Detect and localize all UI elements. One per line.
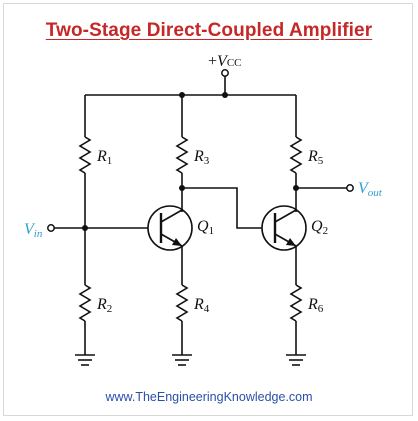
resistor-r5 xyxy=(289,136,303,174)
junction-rail-supply xyxy=(222,92,228,98)
input-label: Vin xyxy=(24,221,43,240)
q2-label: Q2 xyxy=(311,218,328,237)
output-label: Vout xyxy=(358,180,383,199)
output-terminal xyxy=(346,184,354,192)
resistor-r1 xyxy=(78,136,92,174)
junction-input xyxy=(82,225,88,231)
ground-2-icon xyxy=(172,354,192,366)
ground-3-icon xyxy=(286,354,306,366)
wire-direct-coupling xyxy=(182,187,262,229)
r3-label: R3 xyxy=(193,148,210,167)
input-terminal xyxy=(47,224,55,232)
r5-label: R5 xyxy=(307,148,324,167)
ground-1-icon xyxy=(75,354,95,366)
resistor-r6 xyxy=(289,284,303,322)
resistor-r4 xyxy=(175,284,189,322)
q1-label: Q1 xyxy=(197,218,214,237)
diagram-title: Two-Stage Direct-Coupled Amplifier xyxy=(45,20,373,41)
supply-label: +VCC xyxy=(208,53,242,70)
supply-terminal xyxy=(221,69,229,77)
transistor-q1 xyxy=(147,205,193,251)
resistor-r3 xyxy=(175,136,189,174)
r6-label: R6 xyxy=(307,296,324,315)
r1-label: R1 xyxy=(96,148,112,167)
transistor-q2 xyxy=(261,205,307,251)
resistor-r2 xyxy=(78,284,92,322)
r2-label: R2 xyxy=(96,296,112,315)
website-url: www.TheEngineeringKnowledge.com xyxy=(105,390,313,404)
image-frame xyxy=(3,3,413,416)
r4-label: R4 xyxy=(193,296,210,315)
